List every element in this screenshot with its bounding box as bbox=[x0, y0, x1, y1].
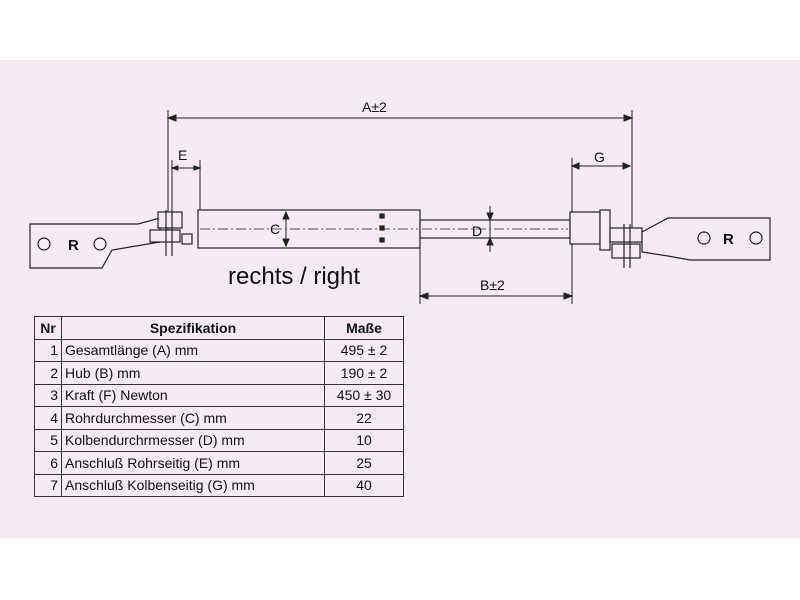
row-value: 25 bbox=[324, 451, 404, 475]
row-value: 495 ± 2 bbox=[324, 338, 404, 362]
header-spezifikation: Spezifikation bbox=[61, 316, 325, 340]
dimension-b bbox=[418, 236, 574, 304]
header-nr: Nr bbox=[34, 316, 62, 340]
row-spec: Kolbendurchrmesser (D) mm bbox=[61, 428, 325, 452]
header-masse: Maße bbox=[324, 316, 404, 340]
row-nr: 1 bbox=[34, 338, 62, 362]
piston-rod bbox=[419, 219, 571, 239]
right-ball-joint bbox=[609, 224, 643, 268]
dimension-e-label: E bbox=[178, 147, 187, 163]
cylinder-tube bbox=[197, 209, 421, 249]
dimension-c-label: C bbox=[270, 221, 280, 237]
row-nr: 5 bbox=[34, 428, 62, 452]
row-spec: Anschluß Kolbenseitig (G) mm bbox=[61, 473, 325, 497]
row-spec: Kraft (F) Newton bbox=[61, 383, 325, 407]
table-row: 4 Rohrdurchmesser (C) mm 22 bbox=[34, 406, 404, 430]
row-nr: 4 bbox=[34, 406, 62, 430]
row-nr: 3 bbox=[34, 383, 62, 407]
dimension-d-label: D bbox=[472, 223, 482, 239]
table-row: 7 Anschluß Kolbenseitig (G) mm 40 bbox=[34, 473, 404, 497]
row-spec: Gesamtlänge (A) mm bbox=[61, 338, 325, 362]
dimension-c bbox=[282, 210, 290, 248]
table-header-row: Nr Spezifikation Maße bbox=[34, 316, 404, 340]
left-bracket bbox=[29, 217, 161, 269]
orientation-caption: rechts / right bbox=[228, 263, 360, 290]
table-row: 1 Gesamtlänge (A) mm 495 ± 2 bbox=[34, 338, 404, 362]
right-eye-label: R bbox=[723, 231, 734, 248]
row-spec: Hub (B) mm bbox=[61, 361, 325, 385]
table-row: 3 Kraft (F) Newton 450 ± 30 bbox=[34, 383, 404, 407]
row-value: 40 bbox=[324, 473, 404, 497]
gas-spring-diagram: A±2 E G B±2 bbox=[29, 99, 771, 304]
dimension-e bbox=[170, 160, 202, 232]
table-row: 6 Anschluß Rohrseitig (E) mm 25 bbox=[34, 451, 404, 475]
rod-end-fitting bbox=[569, 209, 611, 251]
row-value: 450 ± 30 bbox=[324, 383, 404, 407]
right-bracket bbox=[641, 217, 771, 261]
left-ball-joint bbox=[149, 210, 193, 256]
dimension-d bbox=[486, 206, 494, 252]
row-spec: Rohrdurchmesser (C) mm bbox=[61, 406, 325, 430]
dimension-b-label: B±2 bbox=[480, 277, 505, 293]
row-nr: 2 bbox=[34, 361, 62, 385]
row-nr: 6 bbox=[34, 451, 62, 475]
table-row: 5 Kolbendurchrmesser (D) mm 10 bbox=[34, 428, 404, 452]
row-value: 190 ± 2 bbox=[324, 361, 404, 385]
row-spec: Anschluß Rohrseitig (E) mm bbox=[61, 451, 325, 475]
specification-table: Nr Spezifikation Maße 1 Gesamtlänge (A) … bbox=[34, 316, 404, 497]
dimension-a-label: A±2 bbox=[362, 99, 387, 115]
drawing-area: A±2 E G B±2 bbox=[0, 60, 800, 538]
dimension-g-label: G bbox=[594, 149, 605, 165]
left-eye-label: R bbox=[68, 237, 79, 254]
row-value: 10 bbox=[324, 428, 404, 452]
row-nr: 7 bbox=[34, 473, 62, 497]
dimension-g bbox=[570, 158, 632, 212]
row-value: 22 bbox=[324, 406, 404, 430]
table-row: 2 Hub (B) mm 190 ± 2 bbox=[34, 361, 404, 385]
